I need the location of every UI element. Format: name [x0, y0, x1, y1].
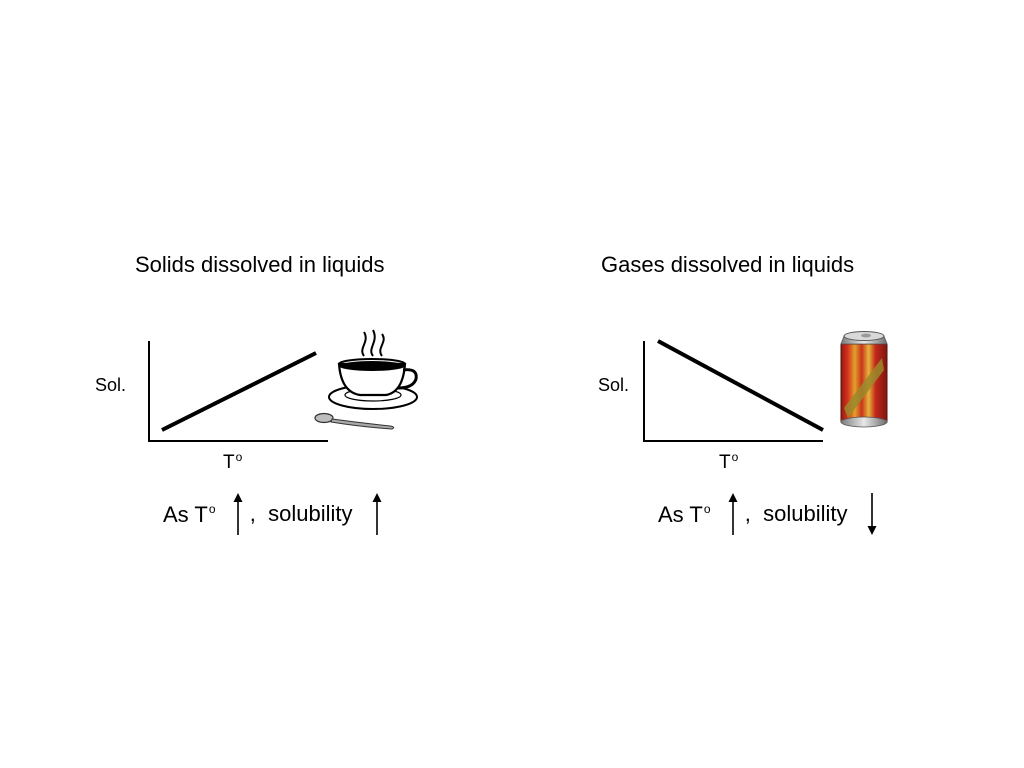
trend-statement: As To , solubility — [163, 493, 383, 535]
trend-line — [657, 339, 824, 432]
solubility-graph — [148, 341, 328, 442]
solubility-graph — [643, 339, 824, 442]
solubility-up-arrow-icon — [371, 493, 383, 535]
y-axis-label: Sol. — [598, 375, 630, 395]
panel-title: Solids dissolved in liquids — [135, 252, 385, 277]
y-axis-label: Sol. — [95, 375, 127, 395]
statement-middle: , solubility — [744, 501, 848, 526]
gases-panel: Gases dissolved in liquids Sol. To — [512, 0, 1024, 768]
panel-title: Gases dissolved in liquids — [601, 252, 855, 277]
statement-prefix: As T — [658, 501, 703, 527]
coffee-cup-icon — [314, 329, 418, 430]
soda-can-icon — [840, 331, 888, 428]
solubility-down-arrow-icon — [866, 493, 878, 535]
statement-middle: , solubility — [249, 501, 353, 526]
trend-statement: As To , solubility — [658, 493, 878, 535]
temperature-up-arrow-icon — [727, 493, 739, 535]
statement-prefix: As T — [163, 501, 208, 527]
trend-line — [161, 351, 317, 432]
temperature-up-arrow-icon — [232, 493, 244, 535]
solids-panel: Solids dissolved in liquids Sol. To As T… — [95, 252, 418, 535]
x-axis-label: To — [223, 450, 243, 473]
x-axis-label: To — [719, 450, 739, 473]
degree-sup: o — [703, 502, 711, 517]
degree-sup: o — [208, 502, 216, 517]
